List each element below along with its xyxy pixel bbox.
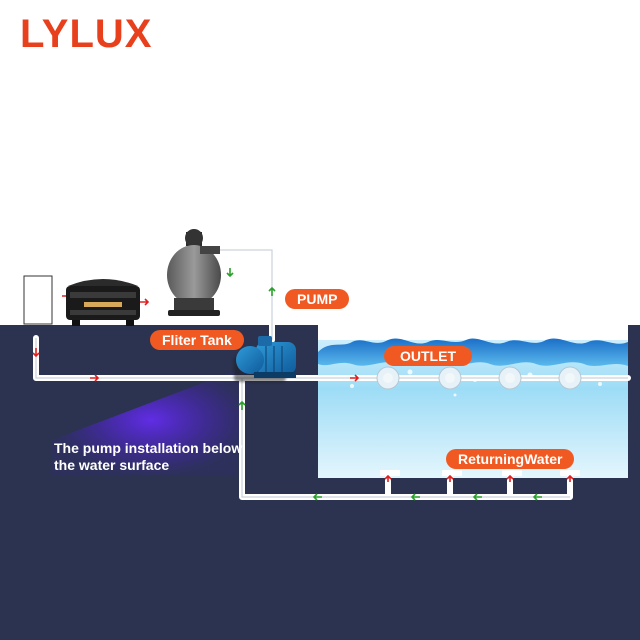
flow-arrow xyxy=(238,400,246,410)
sand-filter-tank-icon xyxy=(167,229,221,316)
flow-arrow xyxy=(384,474,392,482)
flow-arrow xyxy=(140,298,150,306)
flow-arrow xyxy=(472,493,482,501)
control-box-icon xyxy=(23,275,53,325)
pump-icon xyxy=(234,336,296,382)
flow-arrow xyxy=(532,493,542,501)
pump-annotation-glow xyxy=(52,365,250,475)
flow-arrows xyxy=(32,268,574,501)
pump-note-line-2: the water surface xyxy=(54,457,170,473)
flow-arrow xyxy=(32,348,40,358)
return-nozzles xyxy=(380,470,580,476)
outlet-jet xyxy=(498,366,522,390)
heat-pump-icon xyxy=(66,279,140,326)
outlet-jet xyxy=(438,366,462,390)
outlet-label: OUTLET xyxy=(384,346,472,366)
flow-arrow xyxy=(446,474,454,482)
brand-logo: LYLUX xyxy=(20,12,153,56)
flow-arrow xyxy=(226,268,234,278)
flow-arrow xyxy=(410,493,420,501)
pipe-highlights xyxy=(35,249,628,498)
pump-label: PUMP xyxy=(285,289,350,309)
flow-arrow xyxy=(312,493,322,501)
flow-arrow xyxy=(268,286,276,296)
flow-arrow xyxy=(566,474,574,482)
pump-note-line-1: The pump installation below xyxy=(54,440,243,456)
returning-water-label: ReturningWater xyxy=(446,449,575,469)
outlet-jet xyxy=(558,366,582,390)
filter-tank-label: Fliter Tank xyxy=(150,330,244,350)
flow-arrow xyxy=(90,374,100,382)
outlet-jet xyxy=(376,366,400,390)
flow-arrow xyxy=(350,374,360,382)
flow-arrow xyxy=(506,474,514,482)
outlet-jets xyxy=(376,366,582,390)
